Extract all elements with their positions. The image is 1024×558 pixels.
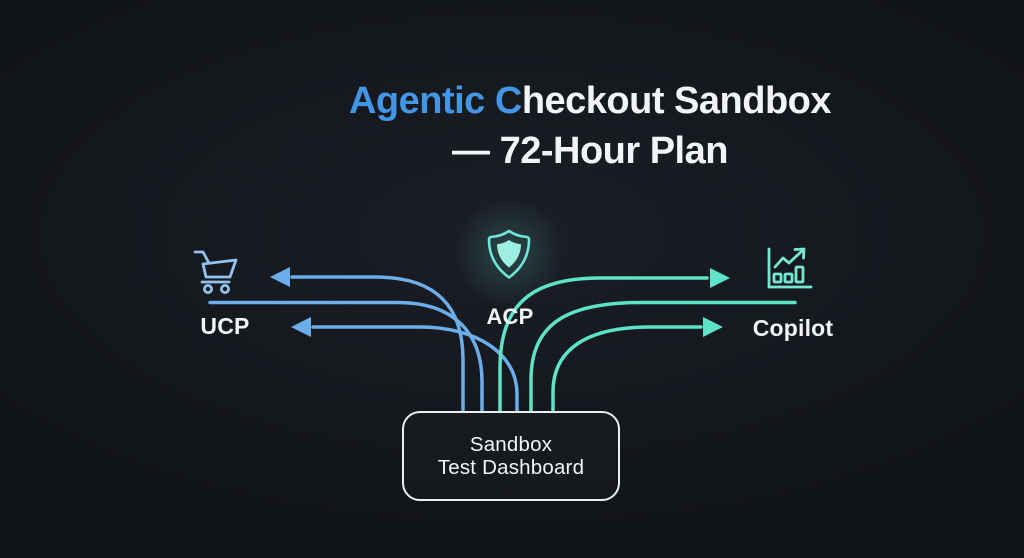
dashboard-label-line1: Sandbox <box>469 432 553 456</box>
ucp-label: UCP <box>200 313 250 339</box>
shopping-cart-icon <box>193 250 238 295</box>
dashboard-node: Sandbox Test Dashboard <box>402 411 620 501</box>
flow-line-ucp-middle <box>208 300 484 413</box>
title-accent-text: Agentic C <box>348 80 522 122</box>
arrowhead-copilot-top <box>710 268 730 288</box>
flow-line-ucp-bottom <box>311 325 519 413</box>
arrowhead-copilot-bottom <box>703 317 723 337</box>
page-title: Agentic Checkout Sandbox — 72-Hour Plan <box>140 76 1024 176</box>
flow-line-copilot-top <box>498 276 709 413</box>
flow-line-copilot-middle <box>529 300 797 413</box>
copilot-label: Copilot <box>752 315 834 341</box>
shield-icon <box>487 229 531 279</box>
title-line-2: — 72-Hour Plan <box>452 130 728 172</box>
acp-label: ACP <box>486 304 534 329</box>
title-rest-text: heckout Sandbox <box>521 80 832 122</box>
dashboard-label-line2: Test Dashboard <box>437 456 585 479</box>
title-line-1: Agentic Checkout Sandbox <box>140 76 1024 126</box>
arrowhead-ucp-top <box>270 267 290 287</box>
arrowhead-ucp-bottom <box>291 317 311 337</box>
flow-line-ucp-top <box>290 275 465 413</box>
bar-chart-icon <box>767 247 813 289</box>
flow-line-copilot-bottom <box>551 325 703 413</box>
